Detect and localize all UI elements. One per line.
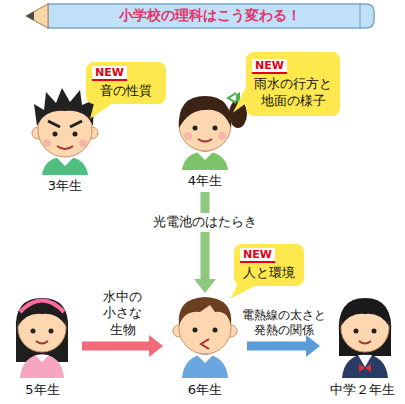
junior-high-girl-part bbox=[342, 354, 388, 378]
sixth-grade-boy-part bbox=[182, 354, 228, 378]
sixth-grade-boy-part bbox=[201, 339, 209, 349]
arrow-label-holder: 水中の 小さな 生物 bbox=[98, 289, 148, 338]
fourth-grade-girl-part bbox=[193, 126, 198, 131]
student-figure: 6年生 bbox=[165, 295, 245, 399]
topic-arrow bbox=[194, 192, 216, 293]
third-grade-boy-part bbox=[43, 139, 51, 147]
third-grade-boy-part bbox=[34, 88, 94, 126]
arrow-head bbox=[194, 279, 216, 293]
sixth-grade-boy-part bbox=[193, 328, 198, 333]
grade-label: 3年生 bbox=[48, 178, 82, 194]
pencil-banner-part bbox=[48, 4, 374, 28]
student-figure: 3年生 bbox=[20, 95, 110, 195]
grade-label: 4年生 bbox=[188, 173, 222, 189]
title-banner: 小学校の理科はこう変わる！ bbox=[48, 4, 372, 28]
sixth-grade-boy bbox=[173, 297, 237, 378]
fourth-grade-girl bbox=[179, 92, 247, 170]
fifth-grade-girl-part bbox=[16, 298, 68, 362]
new-badge: NEW bbox=[240, 248, 275, 263]
fifth-grade-girl-part bbox=[35, 355, 49, 362]
third-grade-boy-part bbox=[57, 146, 73, 149]
pencil-banner-part bbox=[26, 4, 48, 28]
arrow-label-holder: 光電池のはたらき bbox=[150, 213, 260, 231]
title-text: 小学校の理科はこう変わる！ bbox=[119, 7, 301, 25]
arrow-label-holder: 電熱線の太さと 発熱の関係 bbox=[238, 308, 330, 338]
fifth-grade-girl-part bbox=[31, 329, 36, 334]
pencil-banner bbox=[26, 4, 374, 28]
sixth-grade-boy-part bbox=[197, 355, 213, 363]
third-grade-boy-part bbox=[79, 139, 87, 147]
fourth-grade-girl-part bbox=[184, 132, 192, 140]
new-topic-callout: NEW 音の性質 bbox=[86, 62, 166, 104]
topic-text: 雨水の行方と 地面の様子 bbox=[252, 76, 334, 109]
arrow-shaft bbox=[247, 342, 307, 351]
junior-high-girl-part bbox=[341, 300, 389, 326]
topic-text: 音の性質 bbox=[100, 83, 152, 99]
callout-body bbox=[234, 244, 304, 286]
fourth-grade-girl-part bbox=[218, 132, 226, 140]
new-badge: NEW bbox=[252, 59, 287, 74]
fifth-grade-girl-part bbox=[49, 329, 54, 334]
fifth-grade-girl-part bbox=[20, 354, 64, 378]
sixth-grade-boy-part bbox=[179, 297, 232, 326]
topic-text: 人と環境 bbox=[243, 265, 295, 281]
grade-label: 6年生 bbox=[188, 382, 222, 398]
fifth-grade-girl-part bbox=[20, 301, 64, 313]
fifth-grade-girl bbox=[16, 298, 68, 378]
third-grade-boy-part bbox=[48, 121, 82, 127]
arrow-shaft bbox=[201, 192, 210, 280]
third-grade-boy-part bbox=[73, 132, 78, 137]
topic-arrow bbox=[82, 335, 163, 357]
new-topic-callout: NEW 雨水の行方と 地面の様子 bbox=[246, 52, 340, 116]
callout-body bbox=[246, 52, 340, 116]
third-grade-boy-part bbox=[42, 156, 88, 175]
fourth-grade-girl-part bbox=[179, 96, 231, 128]
third-grade-boy-part bbox=[53, 132, 58, 137]
student-figure: 4年生 bbox=[160, 92, 250, 190]
new-badge: NEW bbox=[92, 66, 127, 81]
new-topic-callout: NEW 人と環境 bbox=[234, 244, 304, 286]
arrow-label: 光電池のはたらき bbox=[150, 213, 260, 231]
third-grade-boy-part bbox=[56, 157, 74, 166]
junior-high-girl-part bbox=[359, 341, 371, 344]
student-figure: 中学２年生 bbox=[322, 295, 402, 399]
grade-label: 5年生 bbox=[25, 382, 59, 398]
arrow-label: 電熱線の太さと 発熱の関係 bbox=[238, 308, 330, 338]
callout-body bbox=[86, 62, 166, 104]
junior-high-girl-part bbox=[359, 364, 371, 372]
fifth-grade-girl-part bbox=[36, 341, 48, 344]
student-figure: 5年生 bbox=[5, 295, 80, 399]
junior-high-girl-part bbox=[354, 329, 359, 334]
arrow-label: 水中の 小さな 生物 bbox=[98, 289, 148, 338]
sixth-grade-boy-part bbox=[213, 328, 218, 333]
arrow-head bbox=[306, 335, 320, 357]
pencil-banner-part bbox=[359, 4, 360, 28]
fourth-grade-girl-part bbox=[213, 126, 218, 131]
junior-high-girl-part bbox=[339, 298, 392, 356]
fourth-grade-girl-part bbox=[198, 139, 212, 142]
pencil-banner-part bbox=[26, 12, 34, 21]
arrow-shaft bbox=[82, 342, 150, 351]
junior-high-girl bbox=[339, 298, 392, 378]
grade-label: 中学２年生 bbox=[330, 382, 395, 398]
fourth-grade-girl-part bbox=[226, 92, 240, 104]
arrow-head bbox=[149, 335, 163, 357]
fourth-grade-girl-part bbox=[182, 151, 228, 170]
fifth-grade-girl-part bbox=[18, 300, 66, 326]
fourth-grade-girl-part bbox=[197, 152, 213, 160]
topic-arrow bbox=[247, 335, 320, 357]
callout-tail bbox=[233, 87, 246, 113]
junior-high-girl-part bbox=[372, 329, 377, 334]
